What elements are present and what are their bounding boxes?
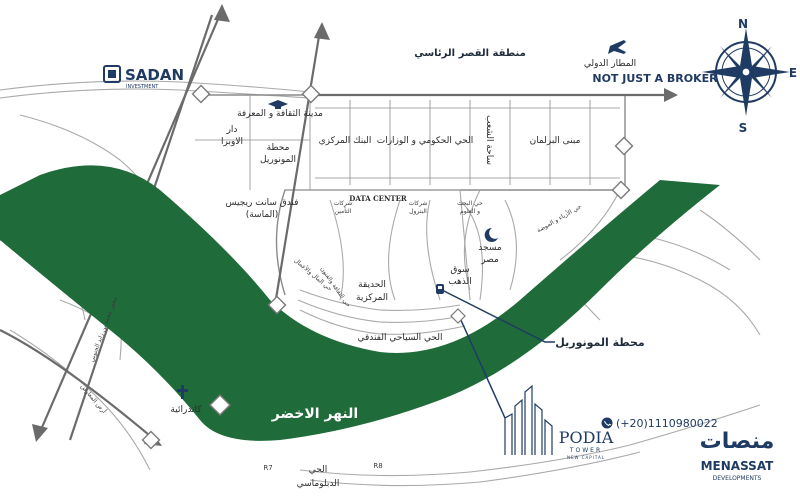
sadan-logo-text: SADAN xyxy=(125,66,184,84)
opera-label-1: دار xyxy=(226,125,238,135)
petroleum-label-1: شركات xyxy=(409,200,428,207)
people-square-label: ساحة الشعب xyxy=(484,115,494,165)
diplomatic-label-1: الحي xyxy=(309,465,328,475)
menassat-logo-text: MENASSAT xyxy=(701,459,775,473)
r8-label: R8 xyxy=(373,462,382,470)
tagline-text: NOT JUST A BROKER xyxy=(592,72,718,85)
compass-e: E xyxy=(789,66,797,80)
cathedral-label: كاتدرائية xyxy=(170,405,202,415)
gov-district-label: الحي الحكومي و الوزارات xyxy=(377,136,474,146)
science-label-1: حي البحث xyxy=(457,200,483,207)
data-center-label: DATA CENTER xyxy=(349,194,407,203)
palace-label: منطقة القصر الرئاسي xyxy=(414,48,526,59)
sadan-logo: SADAN INVESTMENT xyxy=(103,65,184,90)
roundabouts xyxy=(141,84,634,450)
r7-label: R7 xyxy=(263,464,272,472)
airport-label: المطار الدولي xyxy=(584,59,636,69)
monorail-station-label-1: محطة xyxy=(267,143,290,153)
phone-number[interactable]: (+20)1110980022 xyxy=(616,417,718,430)
central-park-label-2: المركزية xyxy=(356,293,388,303)
mosque-label-1: مسجد xyxy=(478,243,502,253)
compass-rose xyxy=(702,28,790,116)
central-bank-label: البنك المركزي xyxy=(319,136,372,146)
podia-logo-text: PODIA xyxy=(559,428,614,447)
cross-icon xyxy=(177,385,188,399)
opera-label-2: الاوبرا xyxy=(221,137,243,147)
parliament-label: مبنى البرلمان xyxy=(530,136,581,146)
podia-location-marker xyxy=(450,308,466,324)
menassat-logo-arabic: منصات xyxy=(700,429,775,454)
podia-logo-subtext-2: NEW CAPITAL xyxy=(567,455,605,460)
podia-logo-mark xyxy=(504,384,553,455)
st-regis-label-2: (الماسة) xyxy=(246,210,279,220)
monorail-callout-line xyxy=(441,289,555,343)
podia-logo-subtext: TOWER xyxy=(569,447,602,454)
insurance-label-2: التأمين xyxy=(335,206,352,215)
green-river xyxy=(0,165,720,441)
airplane-icon xyxy=(608,40,626,54)
monorail-station-label-2: المونوريل xyxy=(260,155,296,165)
monorail-callout-label: محطة المونوريل xyxy=(555,336,644,349)
gold-market-label-2: الذهب xyxy=(448,277,472,287)
gold-market-label-1: سوق xyxy=(450,265,469,275)
compass-n: N xyxy=(738,17,748,31)
petroleum-label-2: البترول xyxy=(409,208,427,215)
crescent-icon xyxy=(484,227,498,242)
diplomatic-label-2: الدبلوماسي xyxy=(297,479,340,489)
government-district xyxy=(195,94,626,335)
culture-city-label: مدينة الثقافة و المعرفة xyxy=(237,109,323,119)
central-park-label-1: الحديقة xyxy=(358,280,386,290)
sadan-logo-mark xyxy=(103,65,121,83)
insurance-label-1: شركات xyxy=(334,200,353,207)
podia-pointer-line xyxy=(459,317,506,419)
green-river-label: النهر الاخضر xyxy=(271,406,358,422)
st-regis-label-1: فندق سانت ريجيس xyxy=(226,198,299,208)
sadan-logo-subtext: INVESTMENT xyxy=(126,84,159,90)
menassat-logo-subtext: DEVELOPMENTS xyxy=(713,475,762,482)
mosque-label-2: مصر xyxy=(480,255,499,265)
menassat-logo: منصات MENASSAT DEVELOPMENTS xyxy=(700,429,775,482)
graduation-cap-icon xyxy=(268,100,288,109)
compass-s: S xyxy=(739,121,748,135)
tourist-hotel-label: الحي السياحي الفندقي xyxy=(357,333,442,343)
podia-logo: PODIA TOWER NEW CAPITAL xyxy=(504,384,614,460)
science-label-2: و العلوم xyxy=(460,208,480,215)
whatsapp-icon xyxy=(601,417,613,429)
train-icon xyxy=(436,284,444,294)
arts-district-label: حي الأزياء و الموضة xyxy=(535,202,583,234)
